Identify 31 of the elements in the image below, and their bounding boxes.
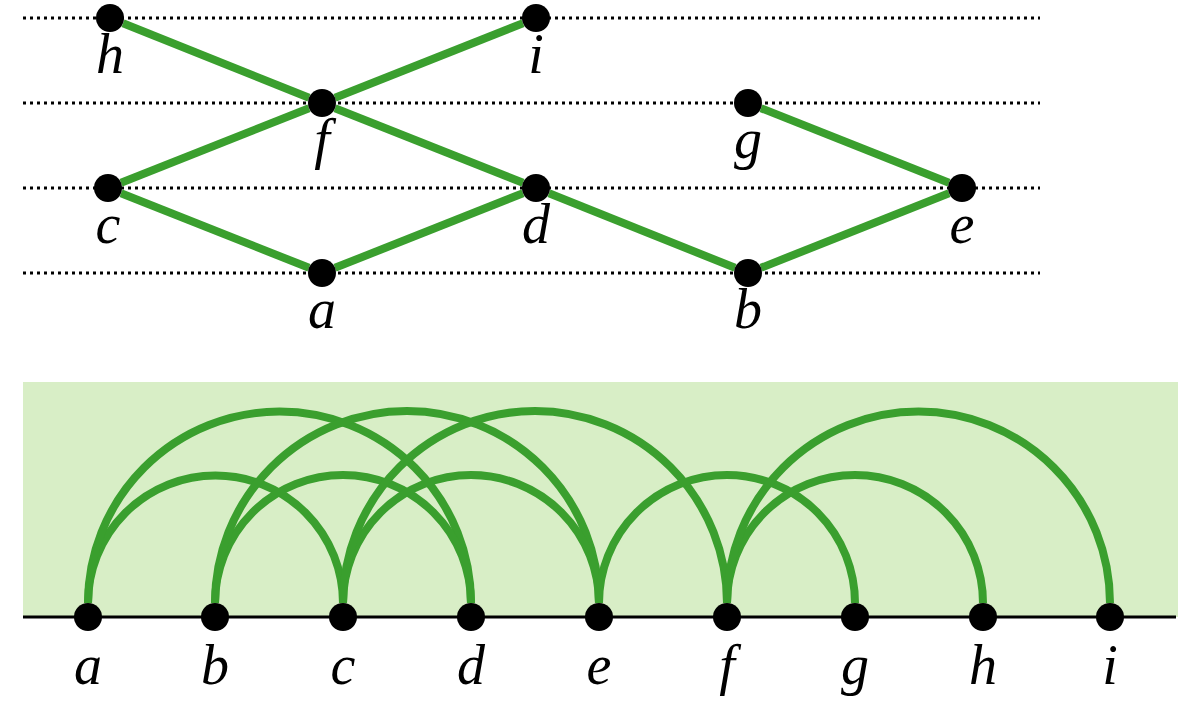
edge-line xyxy=(759,189,951,272)
arc-edge xyxy=(211,407,603,604)
vertex-label: e xyxy=(585,635,613,695)
edge-line xyxy=(121,19,311,102)
edge-line xyxy=(119,189,311,272)
vertex-label: a xyxy=(307,279,337,339)
vertex-label: e xyxy=(948,194,976,254)
vertex-label: d xyxy=(456,635,486,695)
arc-edge xyxy=(84,407,475,604)
edge-line xyxy=(333,104,525,187)
vertex-label: i xyxy=(527,24,545,84)
vertex-label: h xyxy=(95,24,125,84)
vertex-label: b xyxy=(200,635,230,695)
edge-line xyxy=(333,189,525,272)
vertex-label: d xyxy=(521,194,551,254)
edge-line xyxy=(119,104,311,187)
vertex-label: i xyxy=(1101,635,1119,695)
arc-edge xyxy=(595,471,859,604)
vertex-label: c xyxy=(329,635,357,695)
vertex-label: f xyxy=(292,109,352,169)
vertex-label: c xyxy=(94,194,122,254)
vertex-label: a xyxy=(73,635,103,695)
vertex-label: h xyxy=(968,635,998,695)
edge-line xyxy=(333,19,525,102)
vertex-label: f xyxy=(697,635,757,695)
vertex-label: g xyxy=(733,109,763,169)
edge-line xyxy=(547,189,737,272)
vertex-label: b xyxy=(733,279,763,339)
vertex-label: g xyxy=(840,635,870,695)
arc-edge xyxy=(723,407,1114,604)
edge-line xyxy=(759,104,951,187)
